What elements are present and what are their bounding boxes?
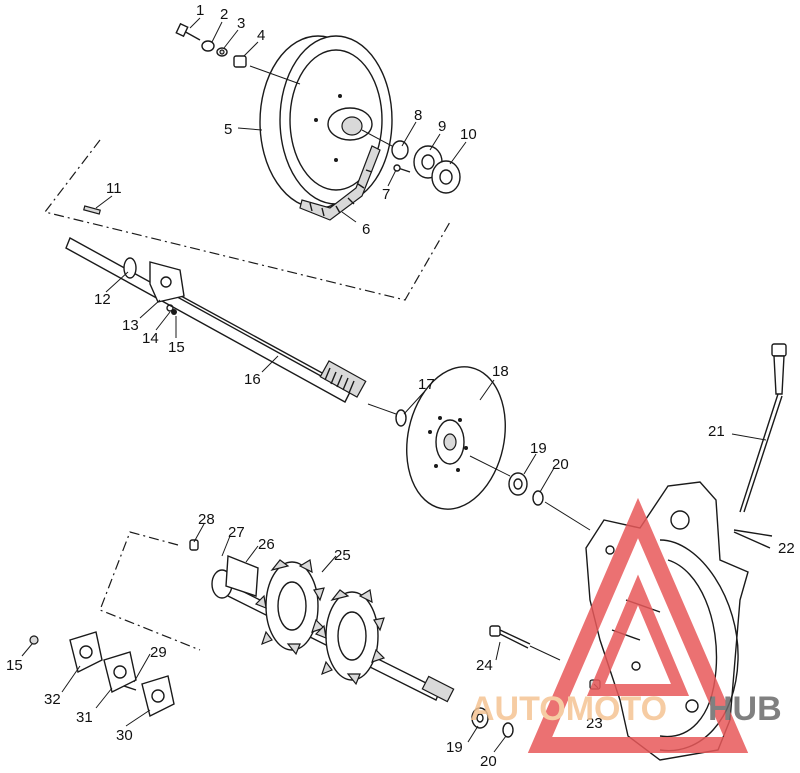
callout-14: 14 <box>142 330 159 347</box>
callout-15-upper: 15 <box>168 339 185 356</box>
callout-5: 5 <box>224 121 232 138</box>
callout-4: 4 <box>257 27 265 44</box>
callout-30: 30 <box>116 727 133 744</box>
callout-17: 17 <box>418 376 435 393</box>
callout-19-upper: 19 <box>530 440 547 457</box>
chain-belt <box>299 145 381 221</box>
callout-24: 24 <box>476 657 493 674</box>
pulley-bolt-set <box>175 22 247 68</box>
jackshaft <box>65 205 367 403</box>
leader-lines <box>21 17 767 753</box>
callout-10: 10 <box>460 126 477 143</box>
callout-1: 1 <box>196 2 204 19</box>
axis-line-pulley <box>249 65 393 147</box>
callout-2: 2 <box>220 6 228 23</box>
callout-32: 32 <box>44 691 61 708</box>
drive-shaft-sprockets <box>189 539 455 703</box>
callout-22: 22 <box>778 540 795 557</box>
callout-28: 28 <box>198 511 215 528</box>
upper-assembly-outline <box>43 139 451 301</box>
bolt-24 <box>489 625 561 661</box>
watermark-text-automoto: AUTOMOTO <box>470 690 667 728</box>
callout-7: 7 <box>382 186 390 203</box>
watermark: AUTOMOTO HUB <box>470 497 782 753</box>
lower-bearing-seal <box>471 707 514 738</box>
callout-26: 26 <box>258 536 275 553</box>
callout-3: 3 <box>237 15 245 32</box>
callout-20-upper: 20 <box>552 456 569 473</box>
callout-25: 25 <box>334 547 351 564</box>
sprocket-left <box>254 559 326 656</box>
pulley-washers <box>391 140 461 194</box>
callout-15-lower: 15 <box>6 657 23 674</box>
callout-23: 23 <box>586 715 603 732</box>
lower-assembly-outline <box>99 531 201 651</box>
sprocket-right <box>314 589 386 686</box>
callout-16: 16 <box>244 371 261 388</box>
callout-27: 27 <box>228 524 245 541</box>
axis-line-upper <box>367 403 591 531</box>
flange-plates <box>29 631 175 718</box>
callout-20-lower: 20 <box>480 753 497 768</box>
callout-18: 18 <box>492 363 509 380</box>
callout-12: 12 <box>94 291 111 308</box>
watermark-text-hub: HUB <box>708 690 782 728</box>
callout-8: 8 <box>414 107 422 124</box>
driven-pulley <box>259 35 393 209</box>
callout-labels: 1 2 3 4 5 6 7 8 9 10 11 12 13 14 15 15 1… <box>6 2 795 770</box>
watermark-logo <box>527 497 749 753</box>
dipstick <box>733 343 787 549</box>
callout-19-lower: 19 <box>446 739 463 756</box>
callout-29: 29 <box>150 644 167 661</box>
callout-13: 13 <box>122 317 139 334</box>
callout-9: 9 <box>438 118 446 135</box>
callout-11: 11 <box>106 180 122 197</box>
brake-disc <box>395 366 544 510</box>
callout-31: 31 <box>76 709 93 726</box>
callout-6: 6 <box>362 221 370 238</box>
callout-21: 21 <box>708 423 725 440</box>
